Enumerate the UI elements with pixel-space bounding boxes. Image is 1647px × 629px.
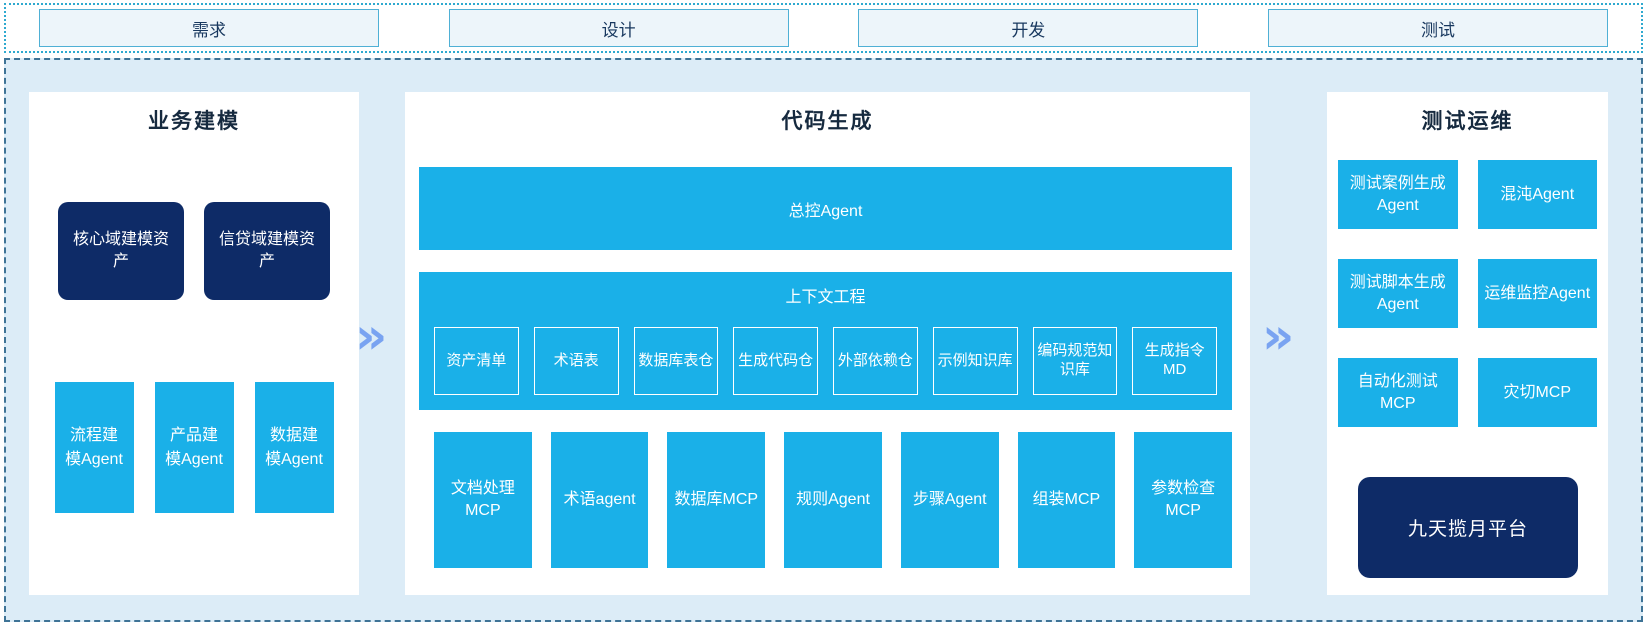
box-rules-agent: 规则Agent <box>784 432 882 568</box>
box-disaster-switch-mcp: 灾切MCP <box>1477 358 1597 427</box>
panel-code-generation: 代码生成 总控Agent 上下文工程 资产清单 术语表 数据库表仓 生成代码仓 … <box>405 92 1250 595</box>
chevron-right-icon: » <box>355 307 388 365</box>
tool-box-row: 文档处理MCP 术语agent 数据库MCP 规则Agent 步骤Agent 组… <box>434 432 1233 568</box>
box-assembly-mcp: 组装MCP <box>1017 432 1116 568</box>
box-asset-list: 资产清单 <box>434 327 519 395</box>
box-credit-domain-assets: 信贷域建模资产 <box>204 202 330 300</box>
panel-title-business-modeling: 业务建模 <box>148 110 240 133</box>
context-engineering-block: 上下文工程 资产清单 术语表 数据库表仓 生成代码仓 外部依赖仓 示例知识库 编… <box>419 272 1232 410</box>
box-coding-standard-knowledge-base: 编码规范知识库 <box>1032 327 1118 395</box>
box-parameter-check-mcp: 参数检查MCP <box>1134 432 1233 568</box>
phase-box-development: 开发 <box>858 9 1199 47</box>
box-automated-testing-mcp: 自动化测试MCP <box>1338 358 1458 427</box>
asset-box-row: 核心域建模资产 信贷域建模资产 <box>29 202 359 300</box>
box-external-dependency-repo: 外部依赖仓 <box>833 327 918 395</box>
phase-box-design: 设计 <box>448 9 789 47</box>
context-engineering-title: 上下文工程 <box>785 289 866 306</box>
box-database-mcp: 数据库MCP <box>667 432 766 568</box>
box-db-table-repo: 数据库表仓 <box>633 327 719 395</box>
box-data-modeling-agent: 数据建模Agent <box>254 382 334 513</box>
chevron-right-icon: » <box>1262 307 1295 365</box>
panel-business-modeling: 业务建模 核心域建模资产 信贷域建模资产 流程建模Agent 产品建模Agent… <box>29 92 359 595</box>
box-test-case-generation-agent: 测试案例生成Agent <box>1338 160 1458 229</box>
panel-title-test-ops: 测试运维 <box>1421 110 1514 133</box>
box-core-domain-assets: 核心域建模资产 <box>58 202 184 300</box>
box-generation-instruction-md: 生成指令MD <box>1132 327 1217 395</box>
panel-test-ops: 测试运维 测试案例生成Agent 混沌Agent 测试脚本生成Agent 运维监… <box>1327 92 1608 595</box>
main-container: 业务建模 核心域建模资产 信贷域建模资产 流程建模Agent 产品建模Agent… <box>4 58 1643 622</box>
box-test-script-generation-agent: 测试脚本生成Agent <box>1338 259 1458 328</box>
box-example-knowledge-base: 示例知识库 <box>932 327 1018 395</box>
box-glossary: 术语表 <box>533 327 619 395</box>
box-product-modeling-agent: 产品建模Agent <box>154 382 234 513</box>
box-ops-monitoring-agent: 运维监控Agent <box>1477 259 1597 328</box>
box-document-processing-mcp: 文档处理MCP <box>434 432 532 568</box>
box-terminology-agent: 术语agent <box>550 432 649 568</box>
box-process-modeling-agent: 流程建模Agent <box>54 382 134 513</box>
test-ops-grid: 测试案例生成Agent 混沌Agent 测试脚本生成Agent 运维监控Agen… <box>1338 160 1597 427</box>
box-generated-code-repo: 生成代码仓 <box>733 327 818 395</box>
box-chaos-agent: 混沌Agent <box>1477 160 1597 229</box>
panel-title-code-generation: 代码生成 <box>781 110 874 133</box>
phase-box-requirements: 需求 <box>39 9 379 47</box>
phase-box-testing: 测试 <box>1267 9 1608 47</box>
box-jiutian-lanyue-platform: 九天揽月平台 <box>1358 477 1578 578</box>
box-steps-agent: 步骤Agent <box>900 432 999 568</box>
modeling-agent-row: 流程建模Agent 产品建模Agent 数据建模Agent <box>29 382 359 513</box>
box-master-agent: 总控Agent <box>419 167 1232 250</box>
context-item-row: 资产清单 术语表 数据库表仓 生成代码仓 外部依赖仓 示例知识库 编码规范知识库… <box>434 327 1217 395</box>
phase-strip: 需求 设计 开发 测试 <box>4 3 1643 53</box>
